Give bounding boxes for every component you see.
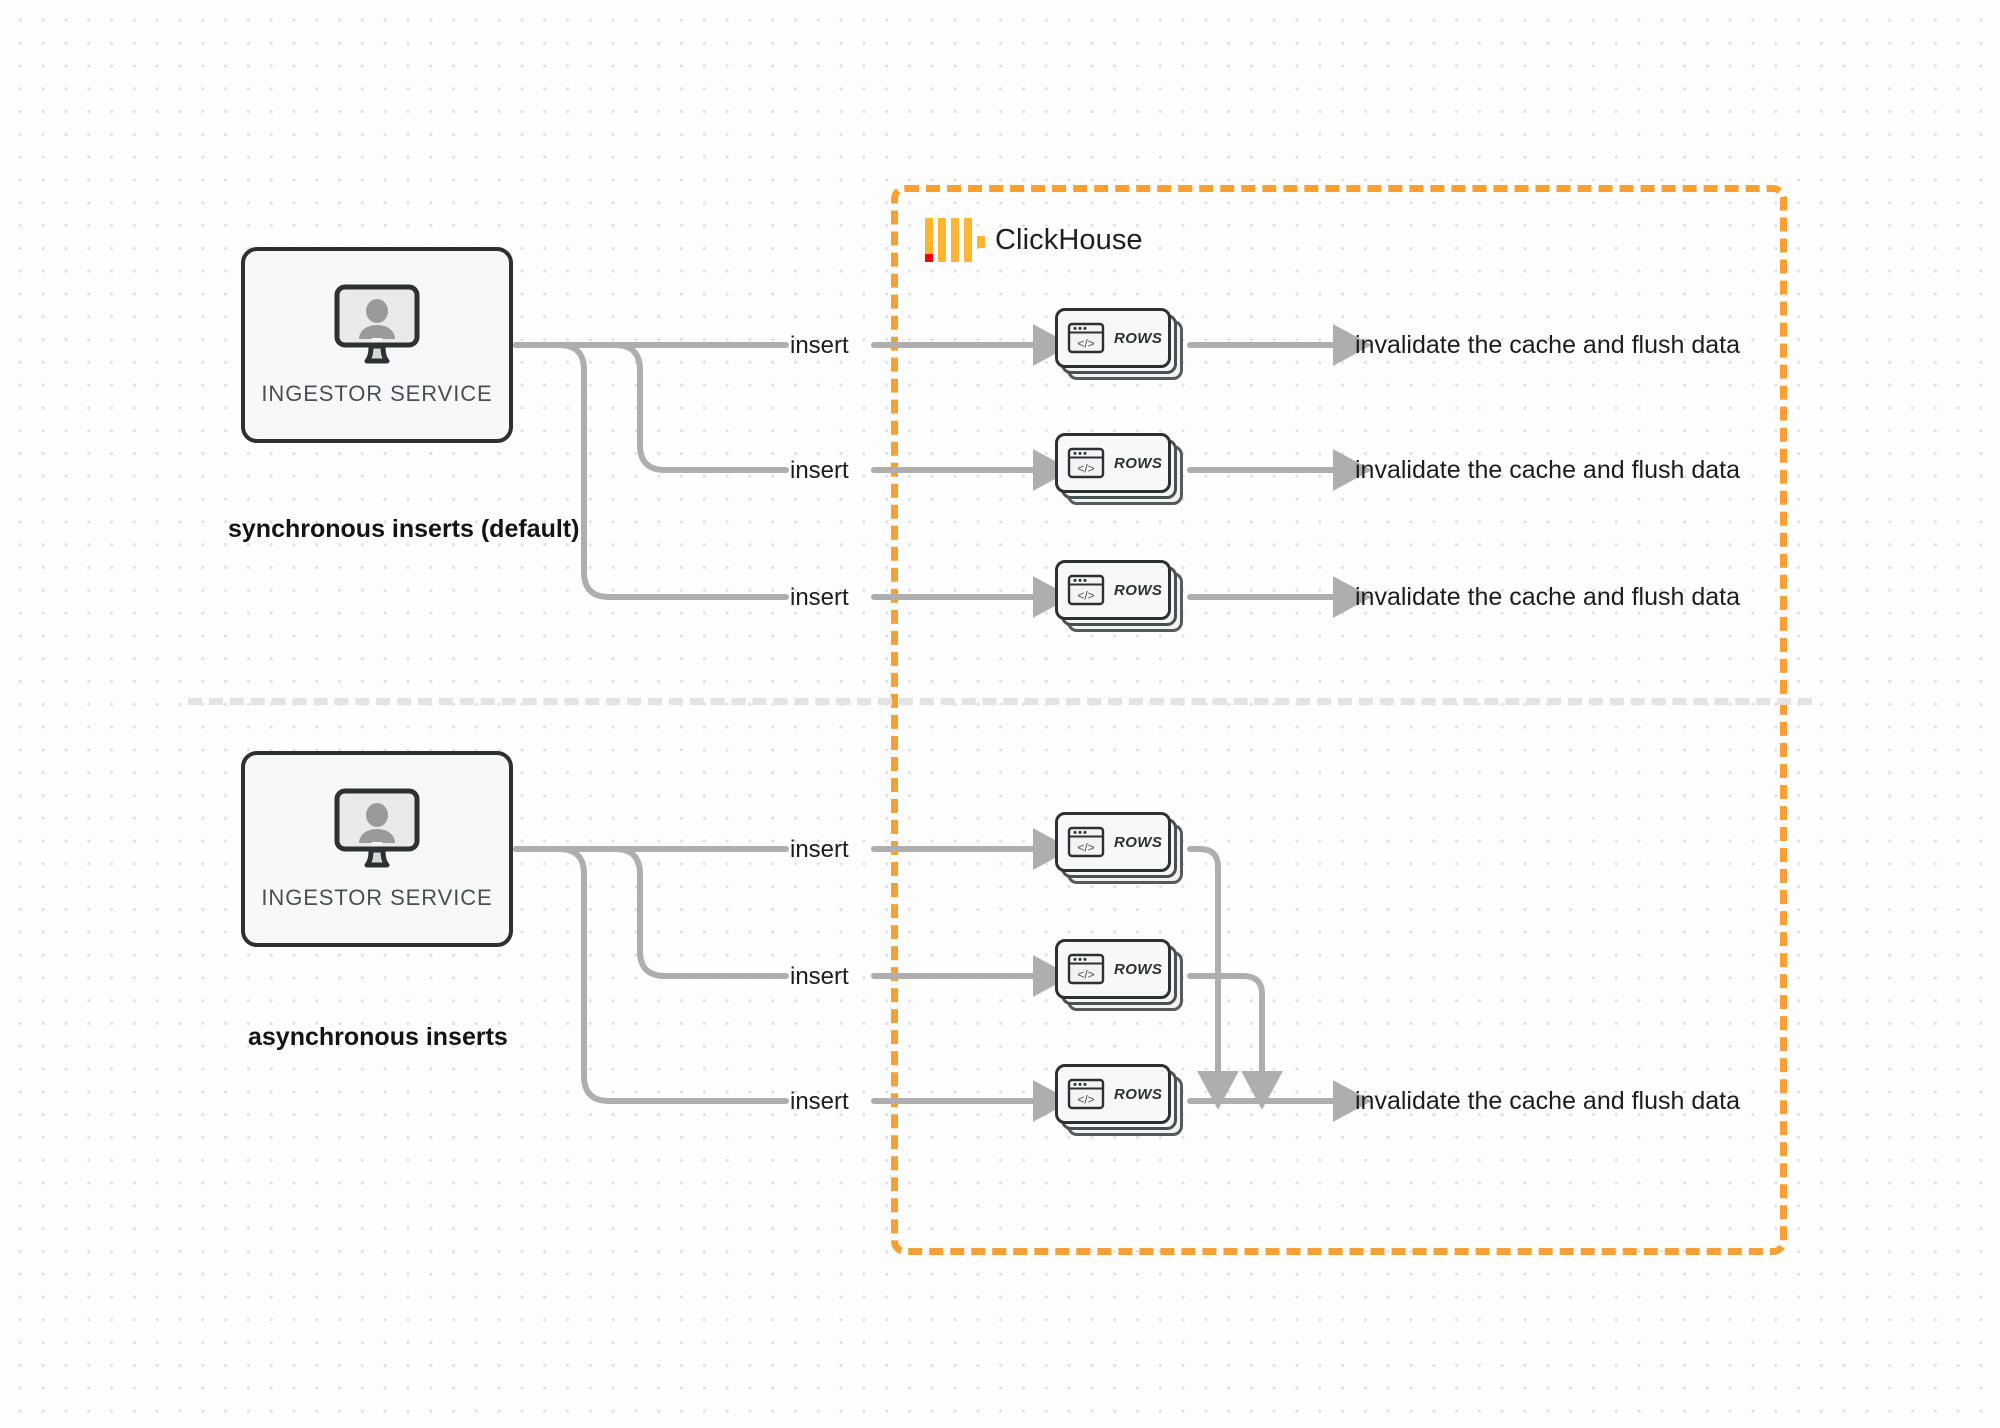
rows-card-async-2[interactable]: </> ROWS xyxy=(1055,939,1183,1011)
rows-label-sync-1: ROWS xyxy=(1114,329,1163,347)
svg-text:</>: </> xyxy=(1077,589,1094,603)
caption-asynchronous: asynchronous inserts xyxy=(248,1023,508,1051)
rows-label-async-2: ROWS xyxy=(1114,960,1163,978)
clickhouse-brand: ClickHouse xyxy=(925,218,1143,262)
insert-label-async-3: insert xyxy=(790,1088,849,1115)
wire-sync-fanout-2 xyxy=(513,342,789,473)
rows-label-sync-3: ROWS xyxy=(1114,581,1163,599)
svg-text:</>: </> xyxy=(1077,841,1094,855)
code-window-icon: </> xyxy=(1067,322,1105,354)
code-window-icon: </> xyxy=(1067,574,1105,606)
svg-text:</>: </> xyxy=(1077,462,1094,476)
rows-card-sync-2[interactable]: </> ROWS xyxy=(1055,433,1183,505)
clickhouse-logo-icon xyxy=(925,218,985,262)
code-window-icon: </> xyxy=(1067,1078,1105,1110)
monitor-user-icon xyxy=(334,284,420,364)
result-label-sync-3: invalidate the cache and flush data xyxy=(1355,583,1740,611)
result-label-sync-2: invalidate the cache and flush data xyxy=(1355,456,1740,484)
wire-async-fanout-3 xyxy=(513,846,789,1104)
code-window-icon: </> xyxy=(1067,447,1105,479)
rows-card-async-1[interactable]: </> ROWS xyxy=(1055,812,1183,884)
rows-label-sync-2: ROWS xyxy=(1114,454,1163,472)
sidebar-item-ingestor-service-async[interactable]: INGESTOR SERVICE xyxy=(241,751,513,947)
clickhouse-wordmark: ClickHouse xyxy=(995,223,1143,256)
code-window-icon: </> xyxy=(1067,826,1105,858)
wire-async-fanout-2 xyxy=(513,846,789,979)
insert-label-sync-1: insert xyxy=(790,332,849,359)
sidebar-item-ingestor-service-sync[interactable]: INGESTOR SERVICE xyxy=(241,247,513,443)
service-label-sync: INGESTOR SERVICE xyxy=(261,381,493,406)
rows-card-sync-1[interactable]: </> ROWS xyxy=(1055,308,1183,380)
result-label-sync-1: invalidate the cache and flush data xyxy=(1355,331,1740,359)
insert-label-sync-2: insert xyxy=(790,457,849,484)
monitor-user-icon xyxy=(334,788,420,868)
section-divider xyxy=(188,698,1812,705)
rows-label-async-3: ROWS xyxy=(1114,1085,1163,1103)
code-window-icon: </> xyxy=(1067,953,1105,985)
rows-card-sync-3[interactable]: </> ROWS xyxy=(1055,560,1183,632)
svg-text:</>: </> xyxy=(1077,1093,1094,1107)
caption-synchronous: synchronous inserts (default) xyxy=(228,515,580,543)
insert-label-async-1: insert xyxy=(790,836,849,863)
svg-text:</>: </> xyxy=(1077,337,1094,351)
rows-card-async-3[interactable]: </> ROWS xyxy=(1055,1064,1183,1136)
insert-label-sync-3: insert xyxy=(790,584,849,611)
service-label-async: INGESTOR SERVICE xyxy=(261,885,493,910)
svg-text:</>: </> xyxy=(1077,968,1094,982)
rows-label-async-1: ROWS xyxy=(1114,833,1163,851)
result-label-async-merged: invalidate the cache and flush data xyxy=(1355,1087,1740,1115)
clickhouse-boundary xyxy=(891,185,1787,1255)
insert-label-async-2: insert xyxy=(790,963,849,990)
wire-sync-fanout-3 xyxy=(513,342,789,600)
